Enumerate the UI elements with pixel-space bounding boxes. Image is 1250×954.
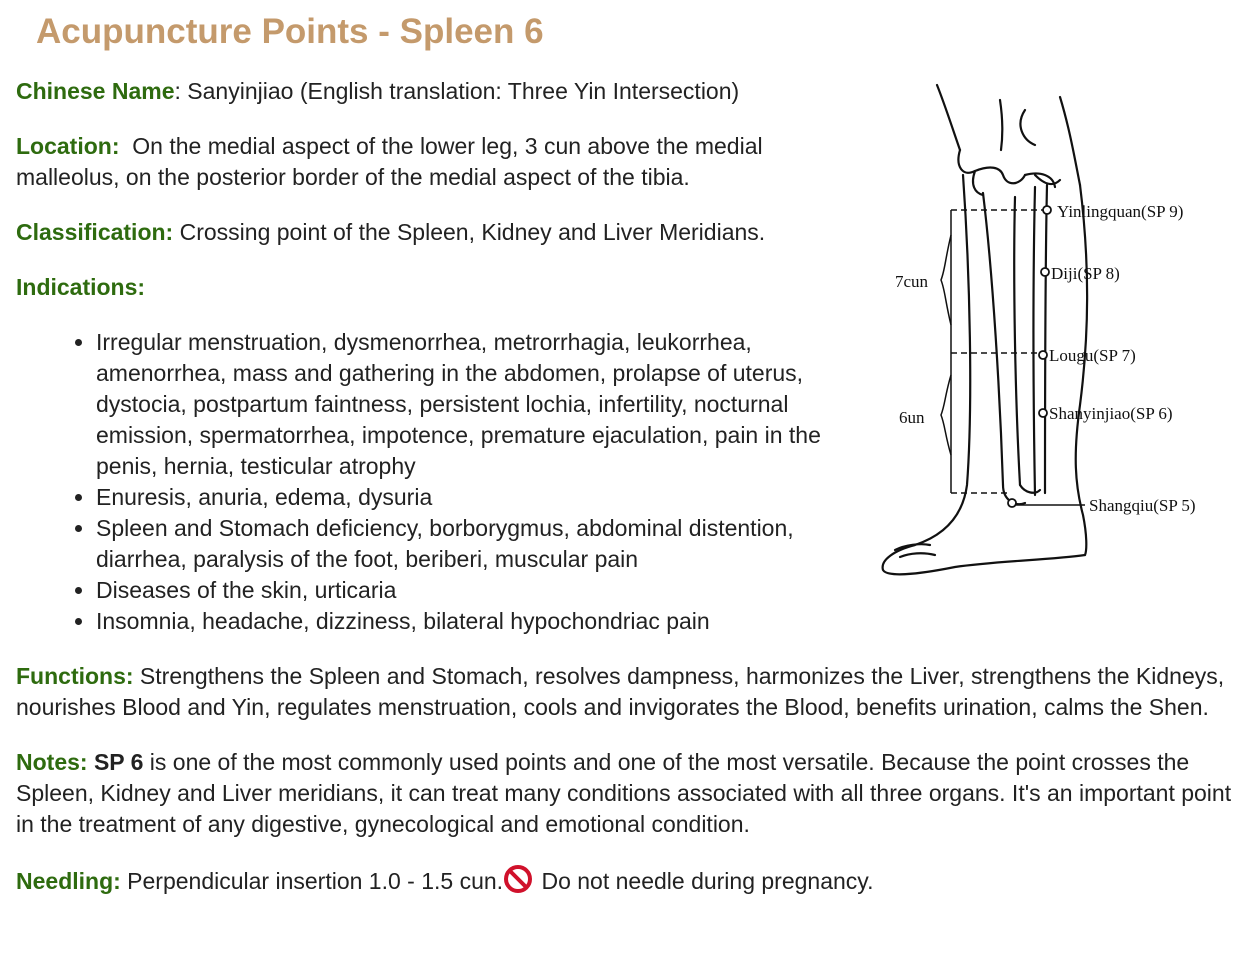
knee-joint (957, 148, 1027, 185)
no-entry-icon (504, 865, 533, 893)
point-sp8 (1040, 267, 1050, 277)
brace-6cun (940, 374, 952, 456)
indications-section: Indications: (16, 272, 871, 303)
chinese-name-label: Chinese Name (16, 78, 175, 104)
functions-label: Functions: (16, 663, 134, 689)
needling-text: Perpendicular insertion 1.0 - 1.5 cun. (120, 868, 504, 894)
point-sp7 (1038, 350, 1048, 360)
classification-label: Classification: (16, 219, 174, 245)
functions-text: Strengthens the Spleen and Stomach, reso… (16, 663, 1225, 720)
location-label: Location: (16, 133, 120, 159)
patella-hint (1019, 108, 1037, 147)
chinese-name-section: Chinese Name: Sanyinjiao (English transl… (16, 76, 871, 107)
list-item: Irregular menstruation, dysmenorrhea, me… (96, 327, 871, 482)
label-6cun: 6un (899, 408, 925, 427)
point-sp6 (1038, 408, 1048, 418)
thigh-outline-inner (998, 98, 1004, 152)
label-sp5: Shangqiu(SP 5) (1089, 496, 1196, 515)
label-sp7: Lougu(SP 7) (1049, 346, 1136, 365)
label-7cun: 7cun (895, 272, 929, 291)
article-body: Chinese Name: Sanyinjiao (English transl… (16, 76, 1238, 921)
notes-section: Notes: SP 6 is one of the most commonly … (16, 747, 1238, 840)
label-sp8: Diji(SP 8) (1051, 264, 1120, 283)
fibula-left (1032, 185, 1037, 497)
tibia-left (981, 191, 1005, 487)
leg-acupoint-diagram: Yinlingquan(SP 9) Diji(SP 8) Lougu(SP 7)… (875, 75, 1240, 585)
classification-section: Classification: Crossing point of the Sp… (16, 217, 871, 248)
location-section: Location: On the medial aspect of the lo… (16, 131, 871, 193)
classification-text: Crossing point of the Spleen, Kidney and… (173, 219, 766, 245)
label-sp9: Yinlingquan(SP 9) (1057, 202, 1183, 221)
list-item: Diseases of the skin, urticaria (96, 575, 871, 606)
notes-label: Notes: (16, 749, 88, 775)
leg-illustration: Yinlingquan(SP 9) Diji(SP 8) Lougu(SP 7)… (881, 83, 1196, 576)
needling-section: Needling: Perpendicular insertion 1.0 - … (16, 864, 1238, 897)
point-sp9 (1042, 205, 1052, 215)
leg-outline-right (1074, 183, 1089, 557)
indications-list: Irregular menstruation, dysmenorrhea, me… (16, 327, 871, 637)
list-item: Enuresis, anuria, edema, dysuria (96, 482, 871, 513)
label-sp6: Shanyinjiao(SP 6) (1049, 404, 1173, 423)
list-item: Insomnia, headache, dizziness, bilateral… (96, 606, 871, 637)
thigh-outline-right (1058, 95, 1082, 187)
leg-outline-left (881, 173, 1087, 576)
tibia-right (1013, 195, 1022, 487)
thigh-outline-left (935, 83, 962, 152)
needling-warning: Do not needle during pregnancy. (535, 868, 874, 894)
page-title: Acupuncture Points - Spleen 6 (36, 12, 544, 51)
notes-text: is one of the most commonly used points … (16, 749, 1232, 837)
list-item: Spleen and Stomach deficiency, borborygm… (96, 513, 871, 575)
fibula-right (1043, 183, 1049, 495)
indications-label: Indications: (16, 274, 146, 300)
notes-point-code: SP 6 (93, 749, 144, 775)
point-sp5 (1007, 498, 1017, 508)
chinese-name-text: : Sanyinjiao (English translation: Three… (174, 78, 740, 104)
location-text: On the medial aspect of the lower leg, 3… (16, 133, 769, 190)
needling-label: Needling: (16, 868, 121, 894)
brace-7cun (940, 234, 952, 326)
functions-section: Functions: Strengthens the Spleen and St… (16, 661, 1238, 723)
